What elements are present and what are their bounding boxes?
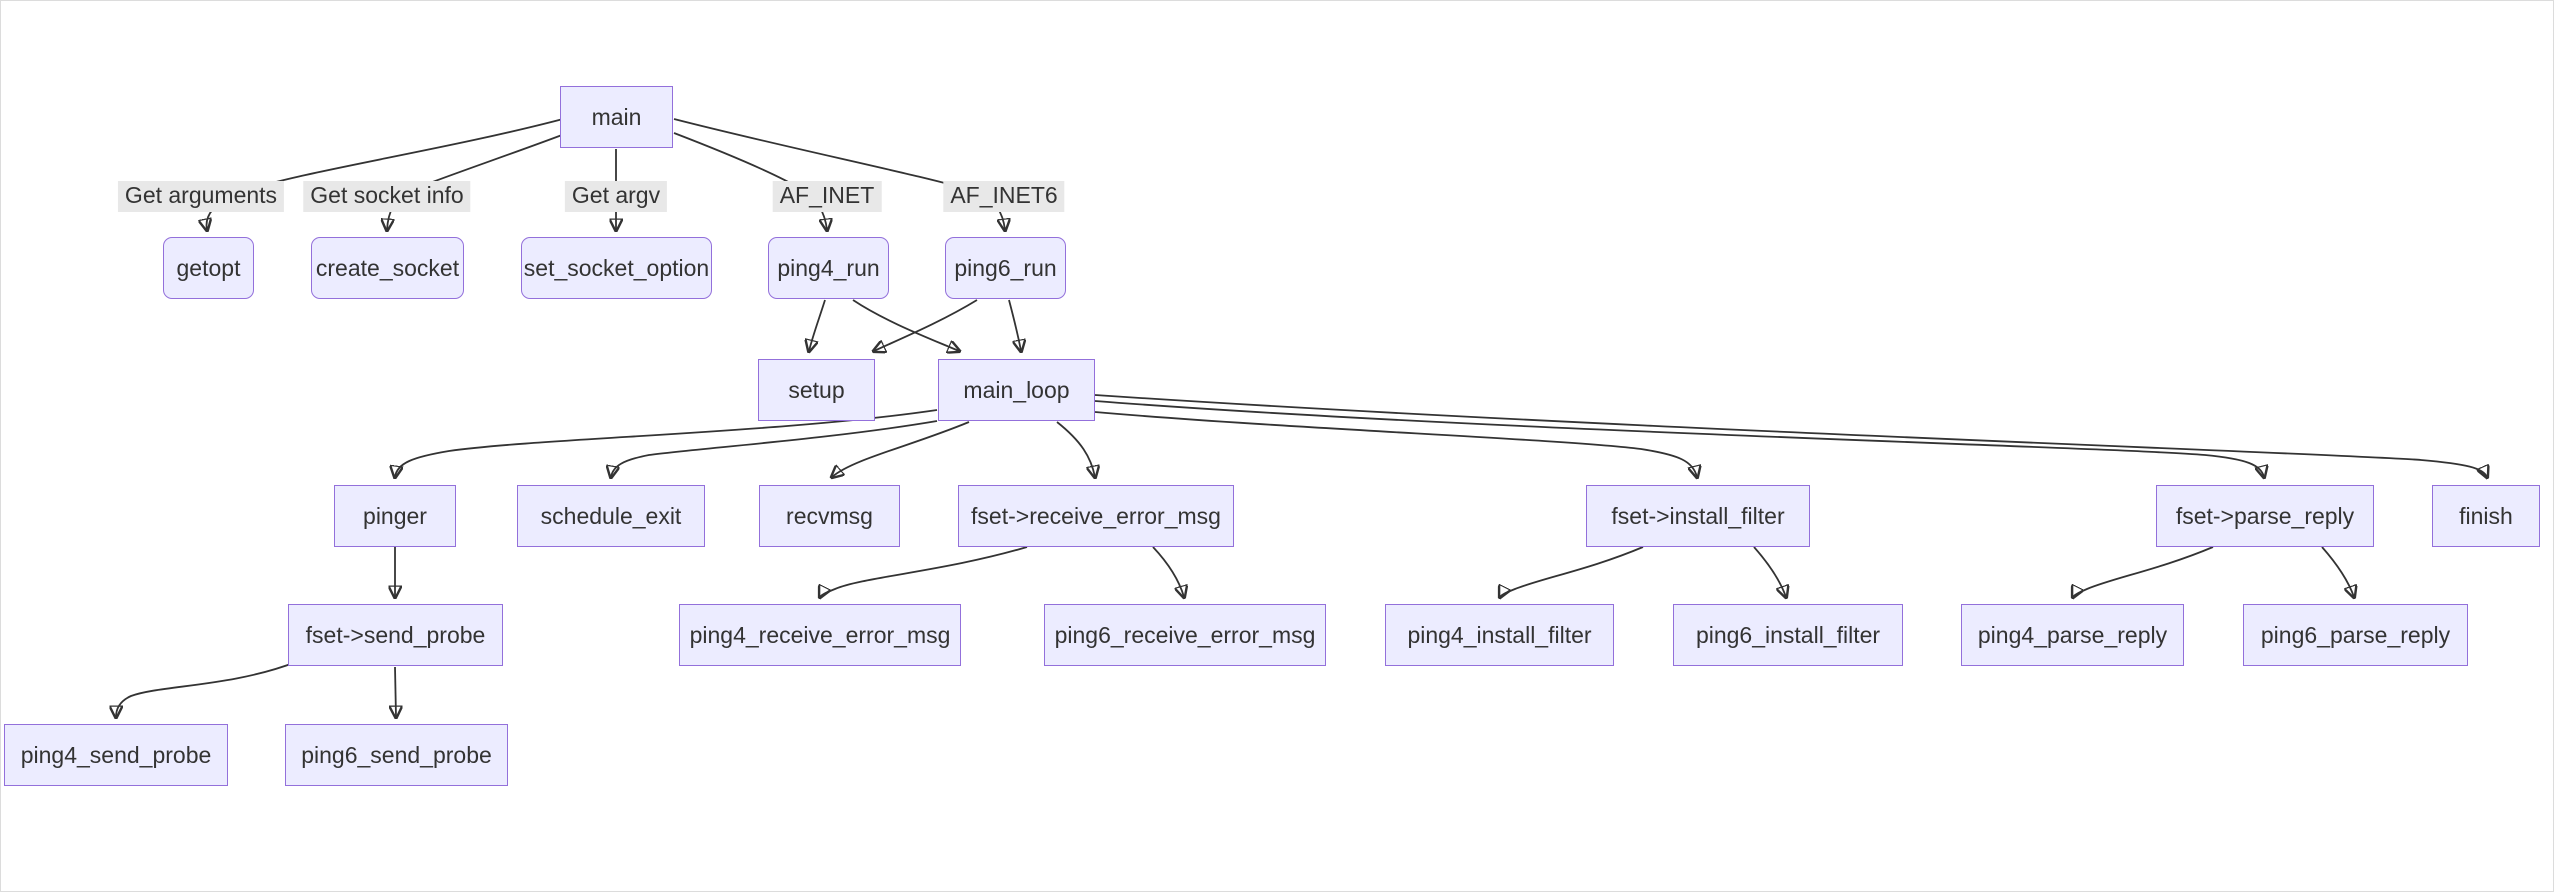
edge-ping6-run-to-setup [874,299,978,351]
node-ping4-install-filter-label: ping4_install_filter [1407,621,1592,648]
edge-label-get-argv: Get argv [564,181,668,212]
edge-fset-send-probe-to-ping4-send-probe [116,661,297,717]
node-fset-parse-reply: fset->parse_reply [2156,485,2374,547]
node-ping4-parse-reply-label: ping4_parse_reply [1977,621,2168,648]
node-ping6-send-probe: ping6_send_probe [285,724,508,786]
node-ping6-run: ping6_run [945,237,1066,299]
edge-fset-receive-error-msg-to-ping4 [820,546,1028,597]
node-fset-parse-reply-label: fset->parse_reply [2175,502,2355,529]
edge-main-to-ping6-run [673,118,1005,230]
edge-main-loop-to-finish [1094,394,2487,477]
edge-main-loop-to-fset-install-filter [1094,411,1697,477]
edge-main-loop-to-fset-receive-error-msg [1056,421,1095,477]
node-main-loop-label: main_loop [963,376,1070,403]
node-pinger-label: pinger [363,502,427,529]
node-getopt: getopt [163,237,254,299]
node-ping6-parse-reply: ping6_parse_reply [2243,604,2468,666]
node-ping4-send-probe-label: ping4_send_probe [20,741,212,768]
node-set-socket-option: set_socket_option [521,237,712,299]
node-set-socket-option-label: set_socket_option [523,254,710,281]
edge-ping4-run-to-main-loop [852,299,959,351]
node-schedule-exit-label: schedule_exit [540,502,682,529]
edge-label-af-inet: AF_INET [772,181,882,212]
node-ping6-receive-error-msg: ping6_receive_error_msg [1044,604,1326,666]
edge-main-to-getopt [207,118,564,230]
node-schedule-exit: schedule_exit [517,485,705,547]
node-fset-install-filter: fset->install_filter [1586,485,1810,547]
edge-main-loop-to-recvmsg [832,421,970,477]
edge-fset-receive-error-msg-to-ping6 [1152,546,1184,597]
edge-ping4-run-to-setup [809,299,826,351]
node-recvmsg: recvmsg [759,485,900,547]
node-finish-label: finish [2459,502,2513,529]
node-ping6-send-probe-label: ping6_send_probe [301,741,492,768]
node-fset-receive-error-msg-label: fset->receive_error_msg [971,502,1221,529]
node-setup: setup [758,359,875,421]
node-ping6-parse-reply-label: ping6_parse_reply [2260,621,2451,648]
node-ping4-receive-error-msg: ping4_receive_error_msg [679,604,961,666]
node-ping6-receive-error-msg-label: ping6_receive_error_msg [1054,621,1316,648]
node-fset-receive-error-msg: fset->receive_error_msg [958,485,1234,547]
node-ping6-install-filter: ping6_install_filter [1673,604,1903,666]
node-ping4-install-filter: ping4_install_filter [1385,604,1614,666]
edge-label-get-socket-info: Get socket info [303,181,471,212]
node-ping4-run: ping4_run [768,237,889,299]
node-fset-send-probe-label: fset->send_probe [305,621,486,648]
node-ping6-install-filter-label: ping6_install_filter [1695,621,1881,648]
edge-main-loop-to-fset-parse-reply [1094,400,2264,477]
edge-main-loop-to-schedule-exit [611,420,938,477]
node-finish: finish [2432,485,2540,547]
node-ping4-send-probe: ping4_send_probe [4,724,228,786]
edge-fset-parse-reply-to-ping4 [2073,546,2214,597]
node-ping4-parse-reply: ping4_parse_reply [1961,604,2184,666]
edge-fset-install-filter-to-ping6 [1753,546,1786,597]
edge-main-loop-to-pinger [395,409,938,477]
edge-fset-send-probe-to-ping6-send-probe [395,666,396,717]
node-main-label: main [591,103,642,130]
edge-fset-install-filter-to-ping4 [1500,546,1644,597]
node-create-socket: create_socket [311,237,464,299]
node-getopt-label: getopt [176,254,241,281]
edge-fset-parse-reply-to-ping6 [2321,546,2354,597]
node-main: main [560,86,673,148]
node-fset-install-filter-label: fset->install_filter [1611,502,1785,529]
edge-label-af-inet6: AF_INET6 [943,181,1065,212]
node-recvmsg-label: recvmsg [786,502,873,529]
node-ping6-run-label: ping6_run [954,254,1057,281]
node-ping4-run-label: ping4_run [777,254,880,281]
node-pinger: pinger [334,485,456,547]
node-setup-label: setup [788,376,845,403]
edge-label-get-arguments: Get arguments [117,181,285,212]
edge-ping6-run-to-main-loop [1008,299,1021,351]
node-ping4-receive-error-msg-label: ping4_receive_error_msg [689,621,951,648]
node-create-socket-label: create_socket [315,254,460,281]
node-main-loop: main_loop [938,359,1095,421]
node-fset-send-probe: fset->send_probe [288,604,503,666]
